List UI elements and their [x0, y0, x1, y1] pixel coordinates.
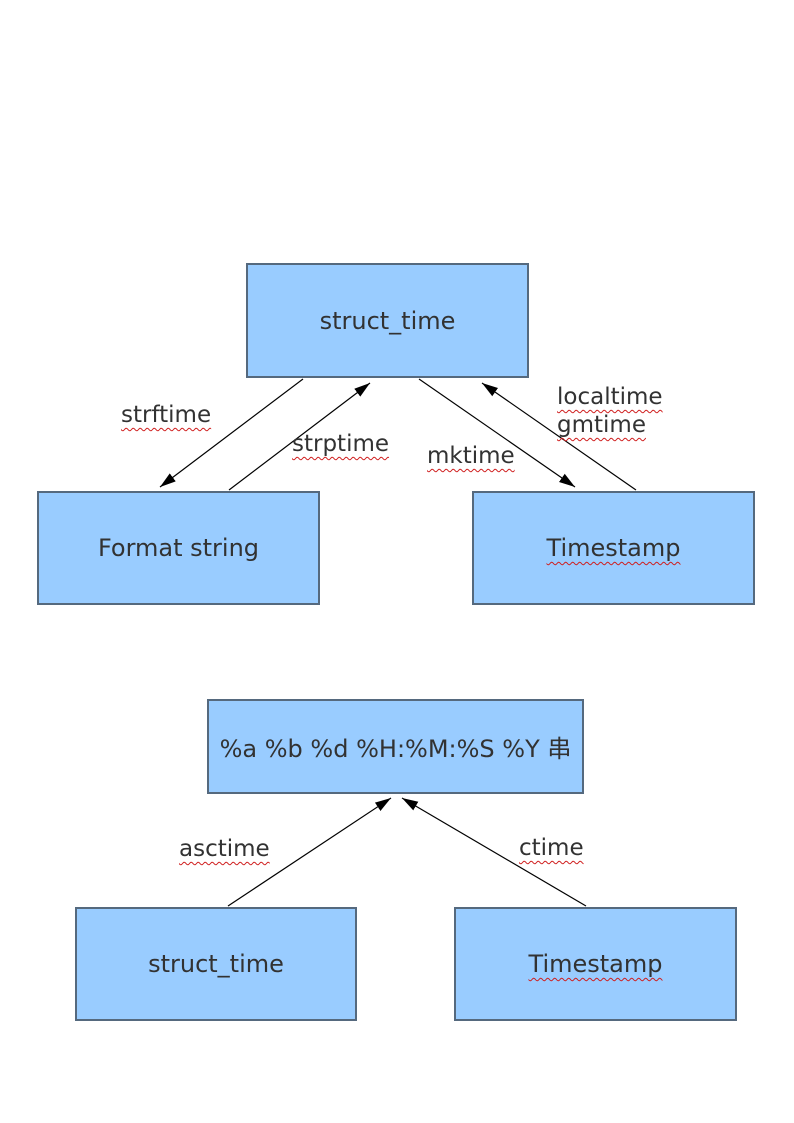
edge-label-strftime: strftime [121, 402, 212, 428]
node-format-output-string: %a %b %d %H:%M:%S %Y 串 [207, 699, 584, 794]
node-timestamp-top: Timestamp [472, 491, 755, 605]
edge-label-localtime-gmtime: localtime gmtime [557, 384, 663, 438]
edge-label-strptime: strptime [292, 431, 390, 457]
node-label: %a %b %d %H:%M:%S %Y 串 [219, 735, 572, 763]
node-struct-time-bottom: struct_time [75, 907, 357, 1021]
node-format-string: Format string [37, 491, 320, 605]
strftime-arrow [159, 378, 304, 488]
edge-label-asctime: asctime [179, 836, 270, 862]
node-label: Format string [97, 534, 260, 562]
node-label: struct_time [319, 306, 456, 335]
mktime-arrow [418, 378, 576, 488]
node-label: Timestamp [528, 950, 663, 978]
node-timestamp-bottom: Timestamp [454, 907, 737, 1021]
node-label: Timestamp [546, 534, 681, 562]
edge-label-mktime: mktime [427, 443, 515, 469]
node-label: struct_time [148, 950, 284, 978]
node-struct-time-top: struct_time [246, 263, 529, 378]
edge-label-ctime: ctime [519, 835, 584, 861]
